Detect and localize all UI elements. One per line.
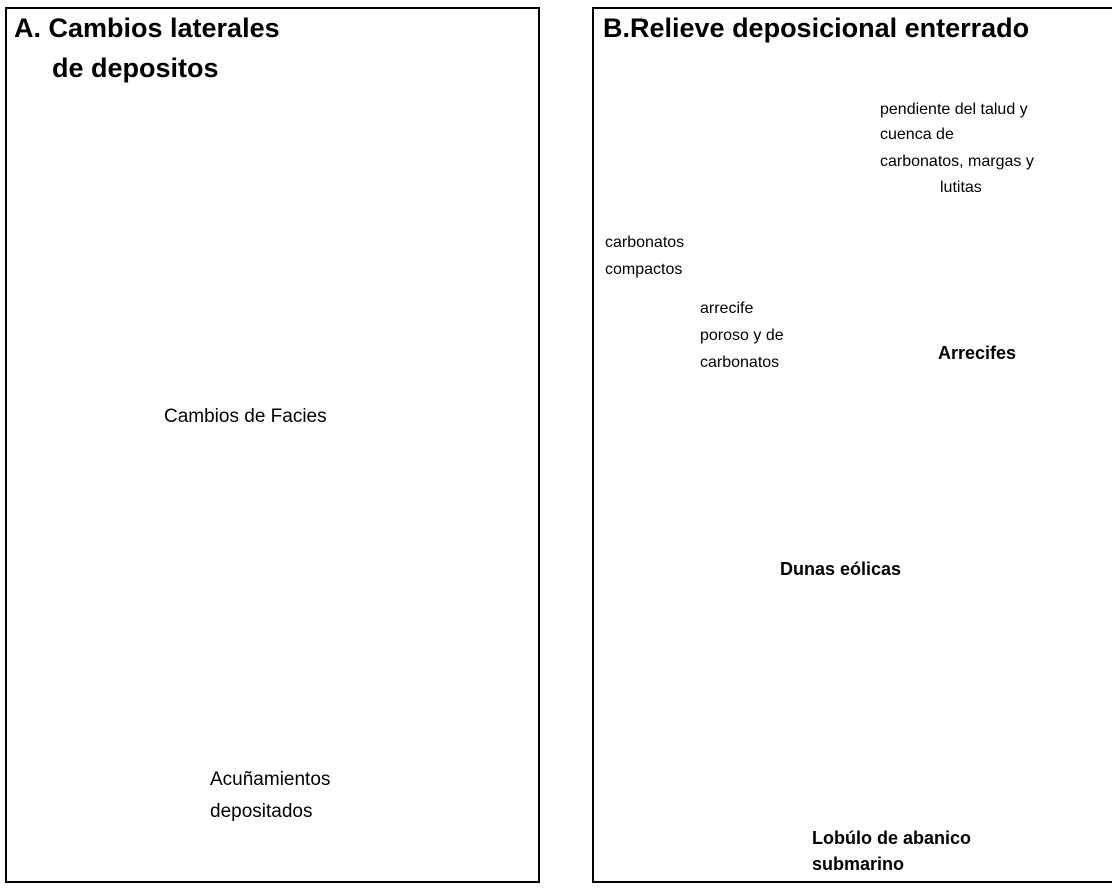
lobe-caption-line2: submarino [812,854,905,874]
porous-label-line1: arrecife [700,300,754,317]
slope-label-line2: cuenca de [880,126,954,143]
reef-caption: Arrecifes [938,343,1017,363]
panel-a-title-line2: de depositos [52,53,219,83]
porous-label-line3: carbonatos [700,354,780,371]
slope-label-line1: pendiente del talud y [880,101,1028,118]
dunes-caption: Dunas eólicas [780,559,902,579]
panel-b-title: B.Relieve deposicional enterrado [603,13,1030,43]
pinchout-caption-line1: Acuñamientos [210,769,331,790]
porous-label-line2: poroso y de [700,327,784,344]
slope-label-line3: carbonatos, margas y [880,153,1034,170]
panel-lateral-changes [5,7,540,883]
compact-label-line1: carbonatos [605,234,685,251]
panel-a-title-line1: A. Cambios laterales [14,13,280,43]
slope-label-line4: lutitas [940,179,982,196]
lobe-caption-line1: Lobúlo de abanico [812,828,972,848]
facies-caption: Cambios de Facies [164,406,327,427]
panel-buried-relief [592,7,1112,883]
compact-label-line2: compactos [605,261,683,278]
pinchout-caption-line2: depositados [210,801,313,822]
